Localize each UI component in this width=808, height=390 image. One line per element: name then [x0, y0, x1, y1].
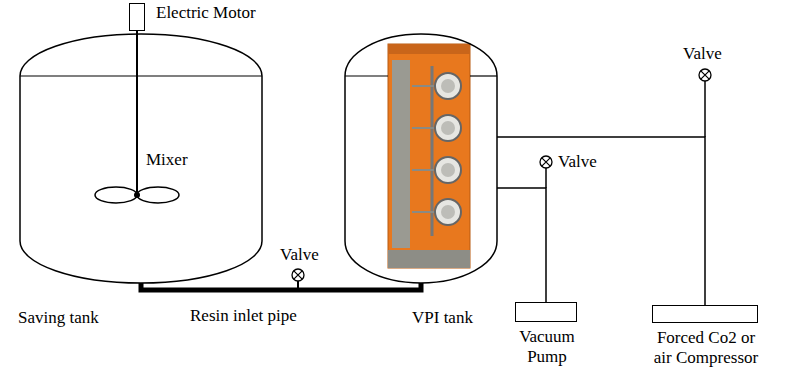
- gauge: [435, 115, 461, 141]
- valve-cross: [294, 271, 302, 279]
- valve-label: Valve: [683, 44, 722, 64]
- cabinet-body: [388, 44, 470, 268]
- valve-label: Valve: [280, 245, 319, 265]
- gauge: [435, 73, 461, 99]
- valve-circle: [292, 269, 304, 281]
- motor-box: Electric Motor: [129, 3, 145, 31]
- valve-symbol: [292, 269, 304, 281]
- tank-vessel: Saving tank: [20, 34, 262, 283]
- gauge-face: [441, 79, 455, 93]
- cabinet-panel: [392, 60, 410, 248]
- compressor-box: Forced Co2 or air Compressor: [652, 305, 758, 323]
- tank-wall: [345, 34, 497, 283]
- valve-stem: [545, 168, 547, 188]
- tank-outline: [20, 34, 262, 283]
- air-line: [497, 137, 705, 305]
- valve-label: Valve: [558, 152, 597, 172]
- pump-box: Vacuum Pump: [515, 302, 577, 322]
- mixer-shaft-group: [95, 31, 179, 203]
- tank-seam: [20, 75, 262, 76]
- vacuum-line: [497, 188, 546, 302]
- valve-cross: [542, 158, 550, 166]
- tank-wall: [20, 34, 262, 283]
- tank-outline: [345, 34, 497, 283]
- node-label: VPI tank: [412, 308, 473, 328]
- pipe-label: Resin inlet pipe: [190, 306, 297, 326]
- gauge: [435, 157, 461, 183]
- gauge-face: [441, 121, 455, 135]
- node-label: Vacuum Pump: [512, 327, 582, 366]
- impeller-hub: [134, 192, 140, 198]
- pipe-stubs: [298, 81, 705, 289]
- tank-vessel: VPI tank: [345, 34, 497, 283]
- gauge-face: [441, 205, 455, 219]
- cabinet-base: [388, 250, 470, 268]
- gauge-face: [441, 163, 455, 177]
- node-label: Saving tank: [18, 308, 99, 328]
- valve-circle: [699, 69, 711, 81]
- gauge: [435, 199, 461, 225]
- cabinet-pipe: [431, 66, 434, 236]
- node-label: Electric Motor: [156, 3, 256, 23]
- mixer-shaft: [136, 31, 138, 192]
- cabinet-top: [388, 44, 470, 54]
- impeller-blade: [137, 187, 179, 203]
- node-label: Forced Co2 or air Compressor: [648, 328, 764, 367]
- vpi-photo: [388, 44, 470, 268]
- resin-pipe: [141, 283, 421, 290]
- impeller-blade: [95, 187, 137, 203]
- part-label: Mixer: [146, 150, 188, 170]
- valve-stem: [704, 81, 706, 137]
- valve-symbol: [540, 156, 552, 168]
- tank-seam: [345, 75, 388, 76]
- valve-cross: [701, 71, 709, 79]
- valve-symbol: [699, 69, 711, 81]
- tank-seam: [470, 75, 497, 76]
- valve-circle: [540, 156, 552, 168]
